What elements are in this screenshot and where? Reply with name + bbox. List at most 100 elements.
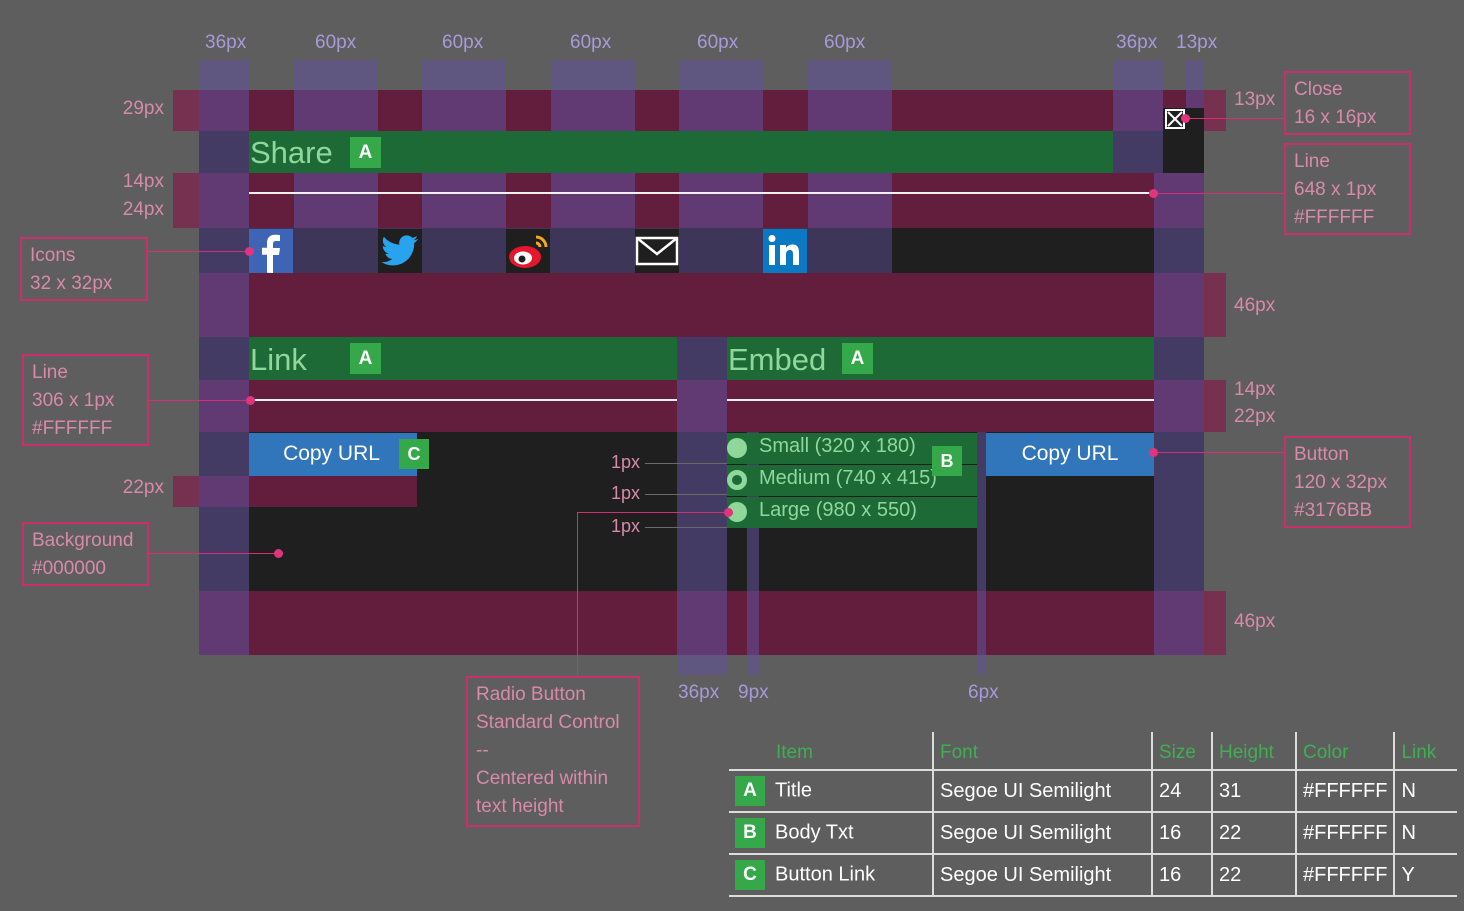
badge-a: A (842, 343, 873, 374)
callout-text: 306 x 1px (32, 390, 115, 411)
dim-right-label: 22px (1234, 406, 1276, 427)
dim-top-label: 60px (442, 32, 484, 53)
radio-option-large[interactable]: Large (980 x 550) (727, 497, 977, 528)
radio-button-gap-column (977, 432, 986, 675)
dim-radio-tick (645, 527, 727, 528)
line-top-leader (1154, 193, 1284, 194)
table-cell: N (1393, 812, 1458, 855)
callout-text: Line (32, 362, 68, 383)
callout-radio: Radio Button Standard Control -- Centere… (466, 676, 640, 827)
table-cell: #FFFFFF (1294, 812, 1395, 855)
table-cell: 16 (1151, 812, 1212, 855)
dim-left-label: 22px (122, 477, 164, 498)
callout-text: Radio Button (476, 684, 586, 705)
icons-leader-dot (245, 247, 254, 256)
callout-text: 16 x 16px (1294, 107, 1377, 128)
dim-top-label: 36px (205, 32, 247, 53)
dim-right-label: 13px (1234, 89, 1276, 110)
link-title: Link (250, 342, 307, 377)
radio-leader (577, 512, 731, 513)
callout-text: 120 x 32px (1294, 472, 1387, 493)
callout-close: Close 16 x 16px (1284, 71, 1411, 135)
share-title: Share (250, 135, 333, 170)
callout-text: Button (1294, 444, 1349, 465)
dim-left-label: 24px (122, 199, 164, 220)
dim-top-label: 60px (570, 32, 612, 53)
callout-text: #FFFFFF (32, 418, 113, 439)
dim-bottom-label: 6px (968, 682, 999, 703)
table-cell: 16 (1151, 854, 1212, 897)
badge-b: B (932, 446, 962, 476)
table-cell: 22 (1211, 854, 1296, 897)
radio-checked-icon (727, 470, 747, 490)
dim-radio-tick (645, 494, 727, 495)
button-leader (1154, 452, 1284, 453)
dim-top-label: 60px (697, 32, 739, 53)
callout-text: #FFFFFF (1294, 207, 1375, 228)
share-separator-line (249, 192, 1154, 194)
column-header: Size (1151, 732, 1212, 771)
line-mid-leader-dot (246, 396, 255, 405)
badge-a: A (350, 343, 381, 374)
badge-c: C (735, 860, 765, 890)
radio-unchecked-icon (727, 438, 747, 458)
table-cell: #FFFFFF (1294, 854, 1395, 897)
table-cell: C Button Link (729, 854, 933, 897)
callout-text: 648 x 1px (1294, 179, 1377, 200)
column-header: Link (1393, 732, 1458, 771)
column-header: Font (932, 732, 1152, 771)
callout-button: Button 120 x 32px #3176BB (1284, 436, 1411, 528)
right-edge-column (1154, 173, 1204, 655)
mail-icon[interactable] (635, 229, 679, 273)
copy-url-embed-button[interactable]: Copy URL (986, 433, 1154, 476)
radio-label: Medium (740 x 415) (759, 467, 937, 489)
background-leader (148, 553, 278, 554)
item-label: Body Txt (775, 821, 854, 844)
embed-title: Embed (728, 342, 827, 377)
radio-unchecked-icon (727, 502, 747, 522)
dim-radio-tick (645, 463, 727, 464)
linkedin-icon[interactable] (763, 229, 807, 273)
twitter-icon[interactable] (378, 229, 422, 273)
callout-text: #3176BB (1294, 500, 1373, 521)
icons-gap-band (199, 273, 1226, 337)
dim-radio-label: 1px (610, 516, 640, 536)
radio-label: Large (980 x 550) (759, 499, 917, 521)
callout-text: #000000 (32, 558, 106, 579)
link-separator-line (249, 399, 677, 401)
weibo-icon[interactable] (506, 229, 550, 273)
item-label: Button Link (775, 863, 876, 886)
table-cell: 31 (1211, 770, 1296, 813)
copy-url-button[interactable]: Copy URL (249, 433, 417, 476)
callout-text: Centered within (476, 768, 609, 789)
share-title-bar (249, 131, 1113, 173)
table-cell: 24 (1151, 770, 1212, 813)
icons-leader (147, 251, 249, 252)
callout-background: Background #000000 (22, 522, 149, 586)
callout-line-top: Line 648 x 1px #FFFFFF (1284, 143, 1411, 235)
item-label: Title (775, 779, 813, 802)
line-top-leader-dot (1149, 189, 1158, 198)
callout-line-mid: Line 306 x 1px #FFFFFF (22, 354, 149, 446)
dim-radio-label: 1px (610, 452, 640, 472)
dim-top-label: 36px (1116, 32, 1158, 53)
facebook-icon[interactable] (249, 229, 293, 273)
dim-top-label: 13px (1176, 32, 1218, 53)
dim-left-label: 14px (122, 171, 164, 192)
table-cell: Y (1393, 854, 1458, 897)
callout-text: 32 x 32px (30, 273, 113, 294)
close-leader (1186, 118, 1284, 119)
table-cell: 22 (1211, 812, 1296, 855)
dim-right-label: 46px (1234, 295, 1276, 316)
radio-label: Small (320 x 180) (759, 435, 916, 457)
dim-right-label: 46px (1234, 611, 1276, 632)
table-header-row: Item Font Size Height Color Link (729, 732, 1458, 771)
column-header: Item (729, 732, 933, 771)
right-margin-column (1113, 60, 1163, 173)
dim-top-label: 60px (315, 32, 357, 53)
left-margin-column (199, 60, 249, 655)
